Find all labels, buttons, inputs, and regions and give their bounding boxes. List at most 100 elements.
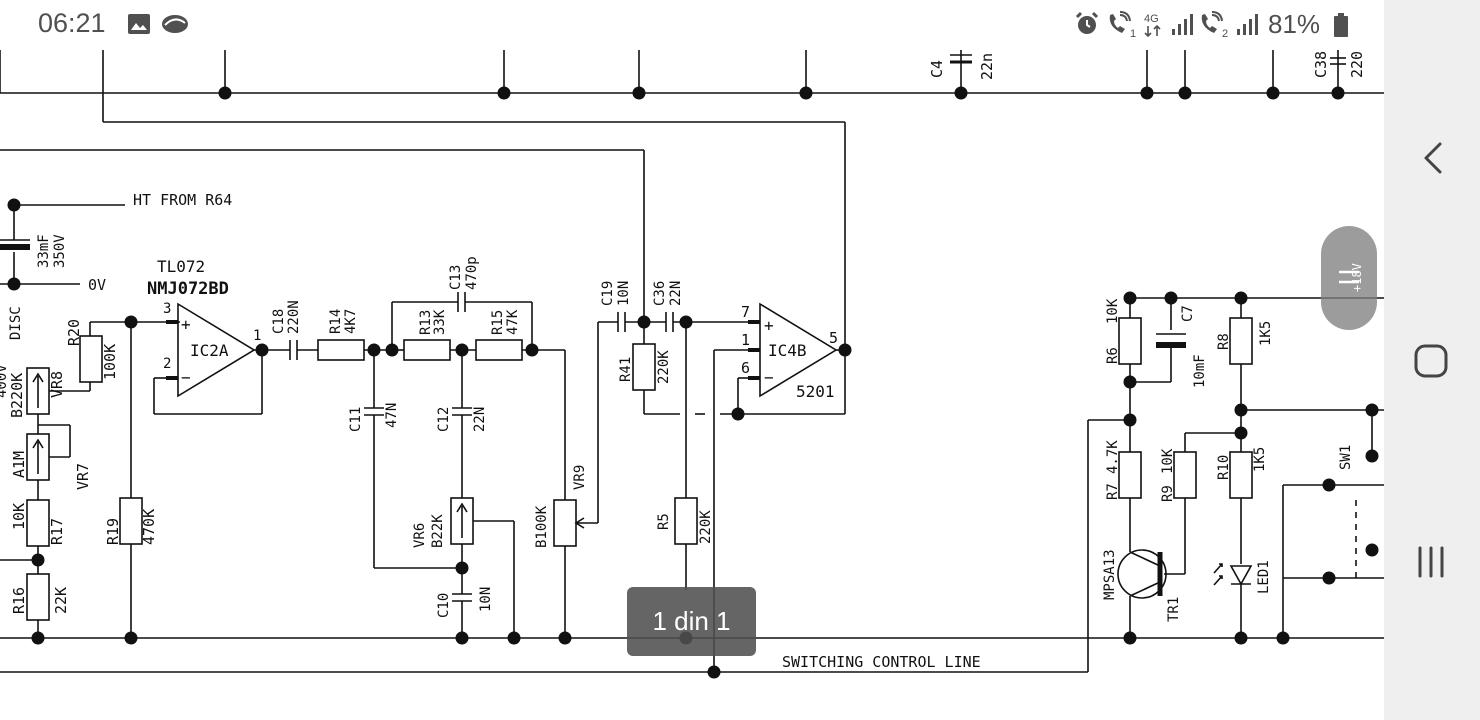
recents-icon <box>1418 546 1444 578</box>
ic4b-pin7: 7 <box>741 303 750 321</box>
r6-label: R6 <box>1105 347 1121 364</box>
vr7-value: A1M <box>10 451 28 478</box>
c10-value: 10N <box>478 587 494 612</box>
page-indicator: 1 din 1 <box>627 587 756 656</box>
c-top-label: C4 <box>928 60 946 78</box>
c-hv-value1: 33mF <box>36 234 52 268</box>
battery-percentage: 81% <box>1268 9 1321 39</box>
gallery-icon <box>128 14 150 34</box>
call-sim2-icon: 2 <box>1201 11 1228 39</box>
r8-label: R8 <box>1216 333 1232 350</box>
home-icon <box>1414 344 1448 378</box>
c18-value: 220N <box>286 300 302 334</box>
ic4b-part: 5201 <box>796 382 835 401</box>
drag-handle-icon: +18V <box>1339 263 1364 292</box>
c11-label: C11 <box>348 407 364 432</box>
ic4b-plus: + <box>764 316 774 335</box>
ic4b-pin1: 1 <box>741 331 750 349</box>
r15-value: 47K <box>505 309 521 335</box>
c18-label: C18 <box>271 309 287 334</box>
c12-label: C12 <box>436 407 452 432</box>
ic2a-minus: − <box>181 368 191 387</box>
r10-label: R10 <box>1216 455 1232 480</box>
disc-label: DISC <box>8 306 24 340</box>
r20-label: R20 <box>65 319 83 346</box>
c38-label: C38 <box>1312 51 1330 78</box>
vr6-value: B22K <box>430 514 446 548</box>
network-type-icon: 4G <box>1144 13 1161 38</box>
tr1-label: TR1 <box>1166 597 1182 622</box>
r5-label: R5 <box>656 513 672 530</box>
vr9-label: VR9 <box>572 465 588 490</box>
disc-voltage: 400V <box>0 364 10 398</box>
switching-control-line-label: SWITCHING CONTROL LINE <box>782 653 981 671</box>
scrollbar-handle[interactable]: +18V <box>1321 226 1377 330</box>
ic2a-name: IC2A <box>190 341 229 360</box>
led1-label: LED1 <box>1256 560 1272 594</box>
r9-label: R9 <box>1160 485 1176 502</box>
r19-label: R19 <box>104 518 122 545</box>
vr7-label: VR7 <box>74 463 92 490</box>
r7-label: R7 <box>1105 483 1121 500</box>
vr8-value: B220K <box>8 373 26 418</box>
tr1-value: MPSA13 <box>1102 549 1118 600</box>
r6-value: 10K <box>1105 298 1121 324</box>
sim2-number: 2 <box>1222 28 1228 39</box>
ic2a-part: TL072 <box>157 257 205 276</box>
c36-value: 22N <box>668 281 684 306</box>
vr6-label: VR6 <box>412 523 428 548</box>
r7-value: 4.7K <box>1105 440 1121 474</box>
ic2a-opamp <box>153 302 290 415</box>
r16-label: R16 <box>10 587 28 614</box>
vr9-value: B100K <box>534 505 550 548</box>
ht-from-label: HT FROM R64 <box>133 191 232 209</box>
sim1-number: 1 <box>1130 28 1136 39</box>
top-rail-junctions <box>218 86 1345 100</box>
r41-label: R41 <box>618 357 634 382</box>
r17-value: 10K <box>10 503 28 530</box>
c19-label: C19 <box>600 281 616 306</box>
r41-value: 220K <box>656 350 672 384</box>
c10-label: C10 <box>436 593 452 618</box>
recents-button[interactable] <box>1384 522 1480 602</box>
page-indicator-text: 1 din 1 <box>652 606 731 636</box>
r5-value: 220K <box>698 510 714 544</box>
r8-value: 1K5 <box>1258 321 1274 346</box>
battery-icon <box>1334 13 1348 37</box>
network-type-label: 4G <box>1144 13 1159 25</box>
signal-icon <box>1237 14 1258 35</box>
call-sim1-icon: 1 <box>1109 11 1136 39</box>
c11-value: 47N <box>384 403 400 428</box>
c36-label: C36 <box>652 281 668 306</box>
vr8-label: VR8 <box>48 371 66 398</box>
ic2a-alt-part: NMJ072BD <box>147 279 229 299</box>
r14-value: 4K7 <box>343 309 359 334</box>
cloud-icon <box>162 15 188 33</box>
c-top-value: 22n <box>978 53 996 80</box>
r9-value: 10K <box>1160 448 1176 474</box>
home-button[interactable] <box>1384 320 1480 400</box>
c13-value: 470p <box>464 256 480 290</box>
ic4b-name: IC4B <box>768 341 807 360</box>
r15-label: R15 <box>490 310 506 335</box>
r13-label: R13 <box>418 310 434 335</box>
r19-value: 470K <box>140 509 158 545</box>
ic4b-pin5: 5 <box>829 329 838 347</box>
back-button[interactable] <box>1384 118 1480 198</box>
c13-label: C13 <box>448 265 464 290</box>
r13-value: 33K <box>432 309 448 335</box>
zero-v-label: 0V <box>88 276 106 294</box>
ic2a-pin3: 3 <box>163 301 171 317</box>
ic2a-pin1: 1 <box>253 328 261 344</box>
r16-value: 22K <box>52 587 70 614</box>
c19-value: 10N <box>616 281 632 306</box>
ic4b-pin6: 6 <box>741 359 750 377</box>
c-hv-value2: 350V <box>52 234 68 268</box>
c7-label: C7 <box>1180 305 1196 322</box>
plus-rail-label: +18V <box>1350 263 1364 292</box>
r14-label: R14 <box>328 309 344 334</box>
status-time: 06:21 <box>38 8 106 38</box>
c12-value: 22N <box>472 407 488 432</box>
tr1-transistor <box>1117 549 1167 638</box>
signal-4g-icon <box>1172 14 1193 35</box>
